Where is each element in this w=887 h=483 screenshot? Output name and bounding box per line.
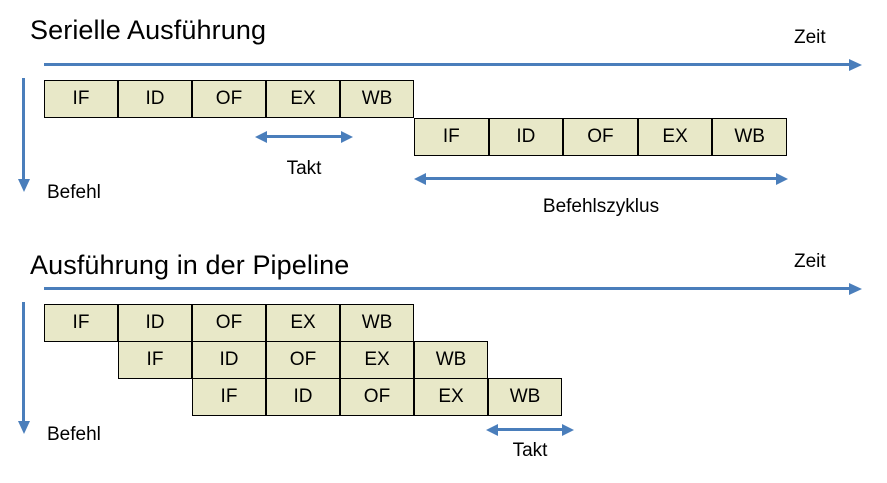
stage-block: EX xyxy=(266,304,340,342)
stage-block: ID xyxy=(266,378,340,416)
stage-block: EX xyxy=(340,341,414,379)
stage-block: IF xyxy=(414,118,489,156)
takt-measure-arrow-pipeline xyxy=(497,428,563,431)
stage-block: OF xyxy=(563,118,638,156)
stage-block: WB xyxy=(340,80,414,118)
takt-measure-label-pipeline: Takt xyxy=(512,440,548,461)
stage-block: WB xyxy=(712,118,787,156)
instruction-axis-label-serial: Befehl xyxy=(47,182,101,203)
stage-block: OF xyxy=(192,80,266,118)
takt-measure-arrow-serial xyxy=(266,135,342,138)
stage-block: EX xyxy=(414,378,488,416)
instruction-axis-serial xyxy=(22,78,25,180)
stage-block: OF xyxy=(340,378,414,416)
stage-block: IF xyxy=(192,378,266,416)
takt-measure-label-serial: Takt xyxy=(286,158,322,179)
section-title-pipeline: Ausführung in der Pipeline xyxy=(30,250,350,280)
time-axis-serial xyxy=(44,63,850,66)
time-axis-pipeline xyxy=(44,287,850,290)
stage-block: WB xyxy=(488,378,562,416)
stage-block: ID xyxy=(118,80,192,118)
time-axis-label-serial: Zeit xyxy=(794,27,826,48)
stage-block: ID xyxy=(118,304,192,342)
befehlszyklus-measure-label: Befehlszyklus xyxy=(542,196,660,217)
stage-block: ID xyxy=(192,341,266,379)
instruction-axis-label-pipeline: Befehl xyxy=(47,424,101,445)
stage-block: IF xyxy=(44,304,118,342)
stage-block: OF xyxy=(266,341,340,379)
time-axis-label-pipeline: Zeit xyxy=(794,251,826,272)
stage-block: EX xyxy=(266,80,340,118)
section-title-serial: Serielle Ausführung xyxy=(30,15,267,45)
stage-block: IF xyxy=(118,341,192,379)
stage-block: EX xyxy=(637,118,713,156)
befehlszyklus-measure-arrow xyxy=(425,177,777,180)
stage-block: WB xyxy=(414,341,488,379)
instruction-axis-pipeline xyxy=(22,302,25,422)
stage-block: OF xyxy=(192,304,266,342)
stage-block: WB xyxy=(340,304,414,342)
stage-block: IF xyxy=(44,80,118,118)
stage-block: ID xyxy=(488,118,564,156)
